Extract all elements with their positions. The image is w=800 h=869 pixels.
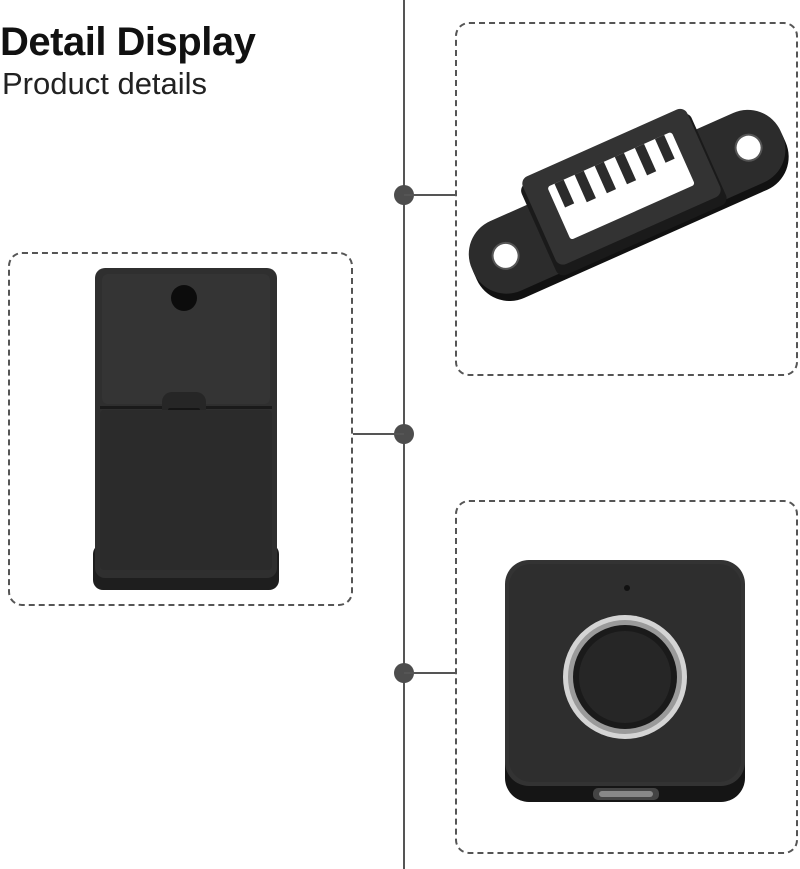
connector-lock-body [352, 433, 404, 435]
page-title: Detail Display [0, 20, 256, 64]
page-subtitle: Product details [2, 66, 208, 101]
connector-bracket [404, 194, 456, 196]
timeline-dot-lock-body [394, 424, 414, 444]
lock-body-icon [93, 268, 279, 590]
panel-mounting-bracket [455, 22, 798, 376]
panel-fingerprint-sensor [455, 500, 798, 854]
fingerprint-sensor-icon [505, 560, 745, 802]
connector-fingerprint [404, 672, 456, 674]
panel-lock-body [8, 252, 353, 606]
bracket-icon [468, 108, 789, 301]
